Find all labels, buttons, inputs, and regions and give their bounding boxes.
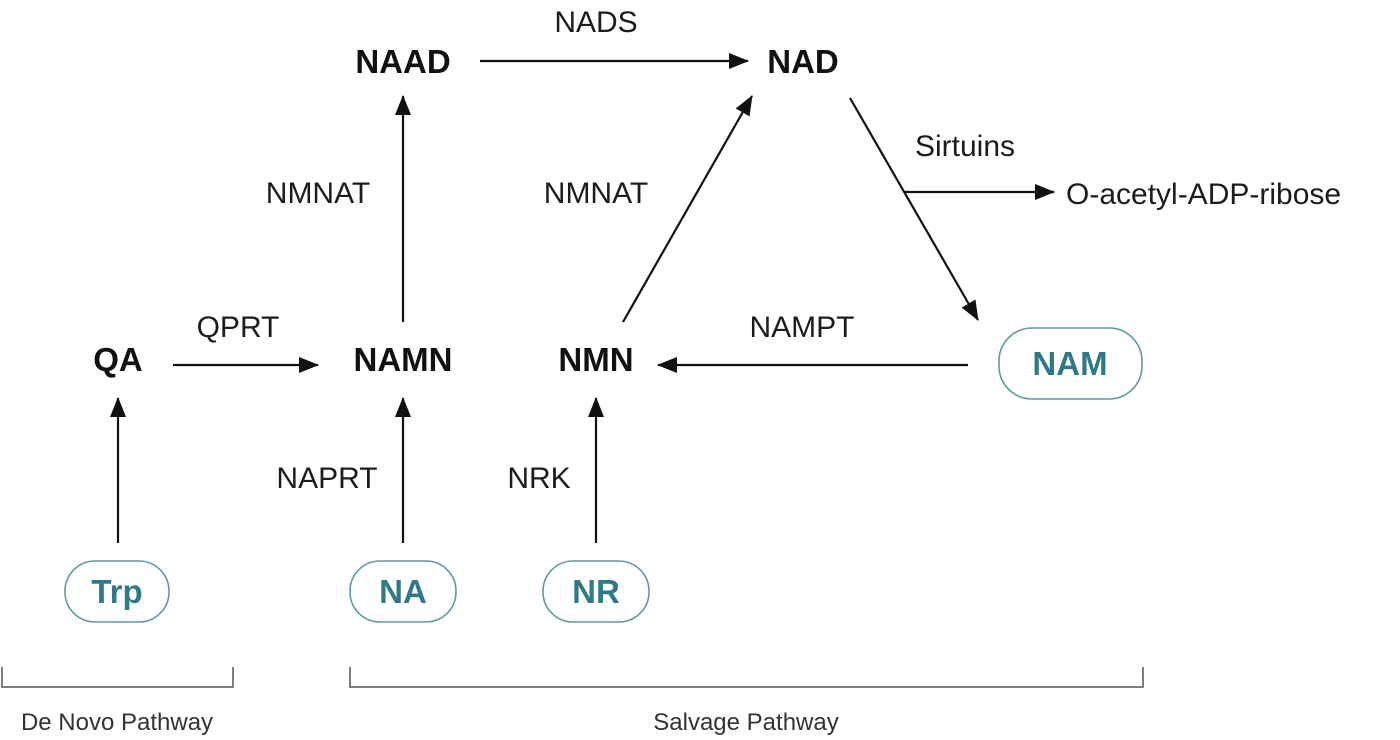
precursor-na-pill	[349, 560, 457, 623]
precursor-nam-label: NAM	[1032, 345, 1107, 382]
enzyme-nampt: NAMPT	[750, 311, 855, 344]
enzyme-nmnat-left: NMNAT	[266, 177, 370, 210]
precursor-nr-label: NR	[572, 573, 620, 610]
precursor-trp-pill	[64, 560, 170, 623]
precursor-trp: Trp	[64, 560, 170, 623]
precursor-nam: NAM	[998, 327, 1143, 400]
arrow-nad-to-nam	[849, 97, 979, 321]
precursor-nr-pill	[542, 560, 650, 623]
metabolite-namn: NAMN	[354, 341, 453, 378]
arrow-nmn-to-nad	[622, 95, 753, 323]
precursor-trp-label: Trp	[91, 573, 142, 610]
precursor-nr: NR	[542, 560, 650, 623]
enzyme-nmnat-right: NMNAT	[544, 177, 648, 210]
enzyme-nrk: NRK	[507, 462, 570, 495]
enzyme-sirtuins: Sirtuins	[915, 130, 1015, 163]
product-o-acetyl-adp-ribose: O-acetyl-ADP-ribose	[1066, 178, 1341, 211]
enzyme-nads: NADS	[554, 6, 637, 39]
enzyme-qprt: QPRT	[197, 311, 280, 344]
bracket-salvage-pathway	[349, 667, 1144, 688]
precursor-na: NA	[349, 560, 457, 623]
metabolite-qa: QA	[93, 341, 143, 378]
precursor-nam-pill	[998, 327, 1143, 400]
enzyme-naprt: NAPRT	[276, 462, 377, 495]
metabolite-nad: NAD	[767, 43, 839, 80]
pathway-label-salvage: Salvage Pathway	[653, 709, 838, 736]
metabolite-nmn: NMN	[558, 341, 633, 378]
bracket-de-novo-pathway	[1, 667, 234, 688]
metabolite-naad: NAAD	[355, 43, 450, 80]
precursor-na-label: NA	[379, 573, 427, 610]
pathway-label-de-novo: De Novo Pathway	[21, 709, 213, 736]
